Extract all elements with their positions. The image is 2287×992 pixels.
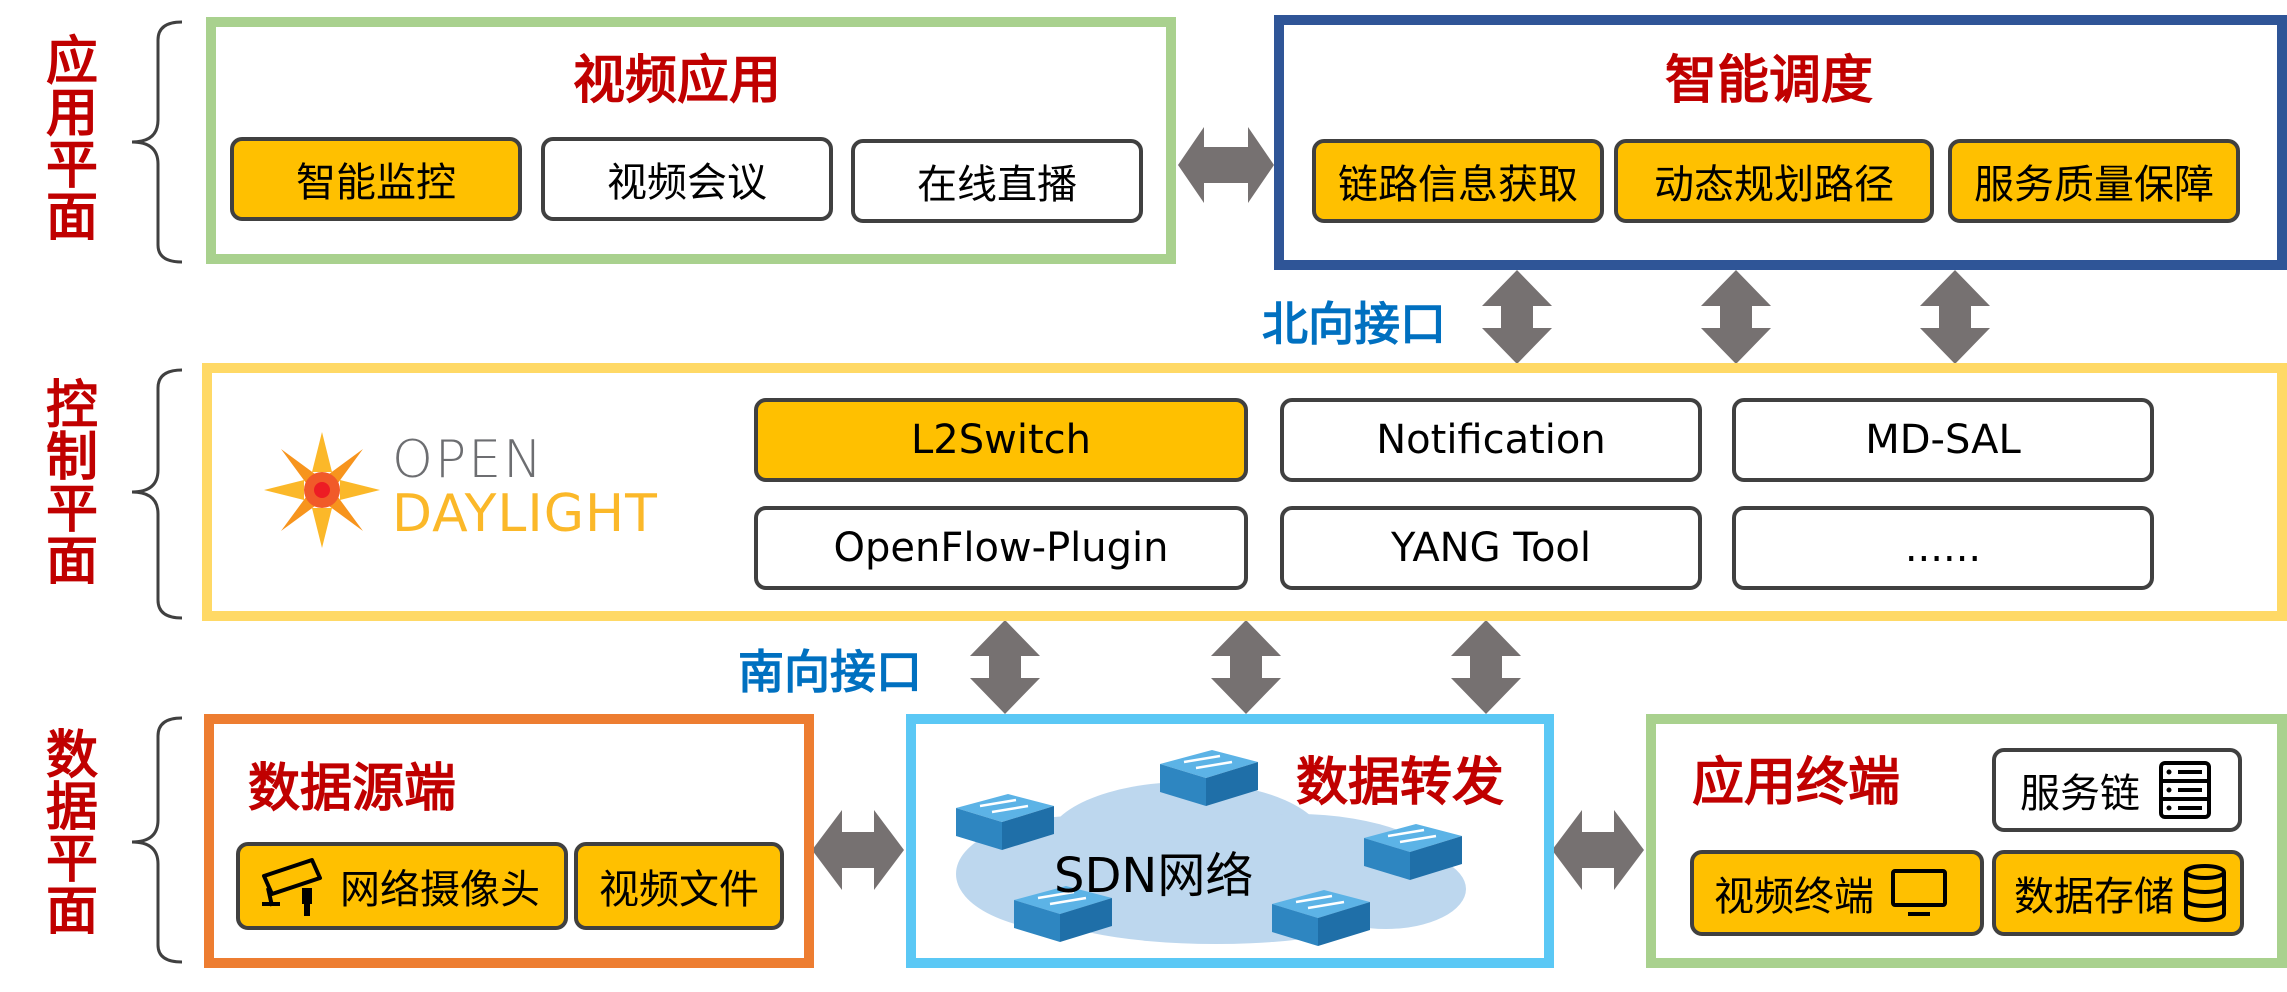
network-camera-label: 网络摄像头 bbox=[340, 867, 540, 913]
control-plane-char: 控 bbox=[45, 376, 98, 436]
data-plane-char: 据 bbox=[45, 778, 98, 838]
logo-open-text: OPEN bbox=[392, 430, 545, 490]
data-source-title: 数据源端 bbox=[248, 759, 457, 819]
qos-module: 服务质量保障 bbox=[1948, 139, 2240, 223]
app-plane-char: 用 bbox=[45, 84, 98, 144]
smart-scheduling-title: 智能调度 bbox=[1665, 51, 1874, 111]
data-storage-module: 数据存储 bbox=[1992, 850, 2244, 936]
network-camera-module: 网络摄像头 bbox=[236, 842, 568, 930]
md-sal-module: MD-SAL bbox=[1732, 398, 2154, 482]
opendaylight-burst-icon bbox=[264, 432, 380, 548]
opendaylight-logo: OPEN DAYLIGHT bbox=[262, 430, 702, 550]
switch-icon-1 bbox=[956, 794, 1054, 850]
smart-monitoring-module: 智能监控 bbox=[230, 137, 522, 221]
northbound-interface-label: 北向接口 bbox=[1262, 297, 1446, 351]
video-file-module: 视频文件 bbox=[574, 842, 784, 930]
data-storage-label: 数据存储 bbox=[2014, 874, 2174, 920]
notification-module: Notification bbox=[1280, 398, 1702, 482]
app-plane-label: 应 用 平 面 bbox=[40, 36, 104, 244]
database-icon bbox=[2184, 864, 2226, 922]
control-plane-brace bbox=[131, 368, 183, 620]
sdn-network-diagram bbox=[956, 750, 1466, 946]
switch-icon-2 bbox=[1160, 750, 1258, 806]
switch-icon-3 bbox=[1364, 824, 1462, 880]
app-plane-char: 面 bbox=[45, 188, 98, 248]
video-app-title: 视频应用 bbox=[573, 51, 782, 111]
data-plane-brace bbox=[131, 716, 183, 964]
forwarding-title: 数据转发 bbox=[1296, 753, 1505, 813]
openflow-plugin-module: OpenFlow-Plugin bbox=[754, 506, 1248, 590]
l2switch-module: L2Switch bbox=[754, 398, 1248, 482]
south-arrow-1 bbox=[970, 620, 1040, 714]
more-modules-placeholder: ...... bbox=[1732, 506, 2154, 590]
control-plane-label: 控 制 平 面 bbox=[40, 380, 104, 588]
service-chain-label: 服务链 bbox=[2020, 771, 2140, 817]
app-plane-char: 平 bbox=[45, 136, 98, 196]
live-streaming-module: 在线直播 bbox=[851, 139, 1143, 223]
server-rack-icon bbox=[2159, 761, 2211, 819]
switch-icon-4 bbox=[1014, 886, 1112, 942]
yang-tool-module: YANG Tool bbox=[1280, 506, 1702, 590]
camera-icon bbox=[262, 858, 322, 916]
source-forwarding-arrow bbox=[812, 810, 904, 890]
video-terminal-module: 视频终端 bbox=[1690, 850, 1984, 936]
switch-icon-5 bbox=[1272, 890, 1370, 946]
south-arrow-3 bbox=[1451, 620, 1521, 714]
north-arrow-3 bbox=[1920, 270, 1990, 364]
link-info-module: 链路信息获取 bbox=[1312, 139, 1604, 223]
app-plane-brace bbox=[131, 20, 183, 264]
control-plane-char: 平 bbox=[45, 480, 98, 540]
service-chain-module: 服务链 bbox=[1992, 748, 2242, 832]
sdn-network-label: SDN网络 bbox=[1054, 848, 1254, 904]
video-conference-module: 视频会议 bbox=[541, 137, 833, 221]
southbound-interface-label: 南向接口 bbox=[738, 645, 922, 699]
dynamic-routing-module: 动态规划路径 bbox=[1614, 139, 1934, 223]
app-scheduling-arrow bbox=[1178, 127, 1274, 203]
logo-daylight-text: DAYLIGHT bbox=[392, 484, 658, 544]
south-arrow-2 bbox=[1211, 620, 1281, 714]
control-plane-char: 制 bbox=[45, 428, 98, 488]
data-plane-label: 数 据 平 面 bbox=[40, 730, 104, 938]
monitor-icon bbox=[1891, 869, 1947, 916]
app-plane-char: 应 bbox=[45, 32, 98, 92]
data-plane-char: 数 bbox=[45, 726, 98, 786]
terminal-title: 应用终端 bbox=[1692, 753, 1901, 813]
north-arrow-2 bbox=[1701, 270, 1771, 364]
data-plane-char: 面 bbox=[45, 882, 98, 942]
data-plane-char: 平 bbox=[45, 830, 98, 890]
forwarding-terminal-arrow bbox=[1552, 810, 1644, 890]
video-terminal-label: 视频终端 bbox=[1714, 874, 1874, 920]
control-plane-char: 面 bbox=[45, 532, 98, 592]
north-arrow-1 bbox=[1482, 270, 1552, 364]
